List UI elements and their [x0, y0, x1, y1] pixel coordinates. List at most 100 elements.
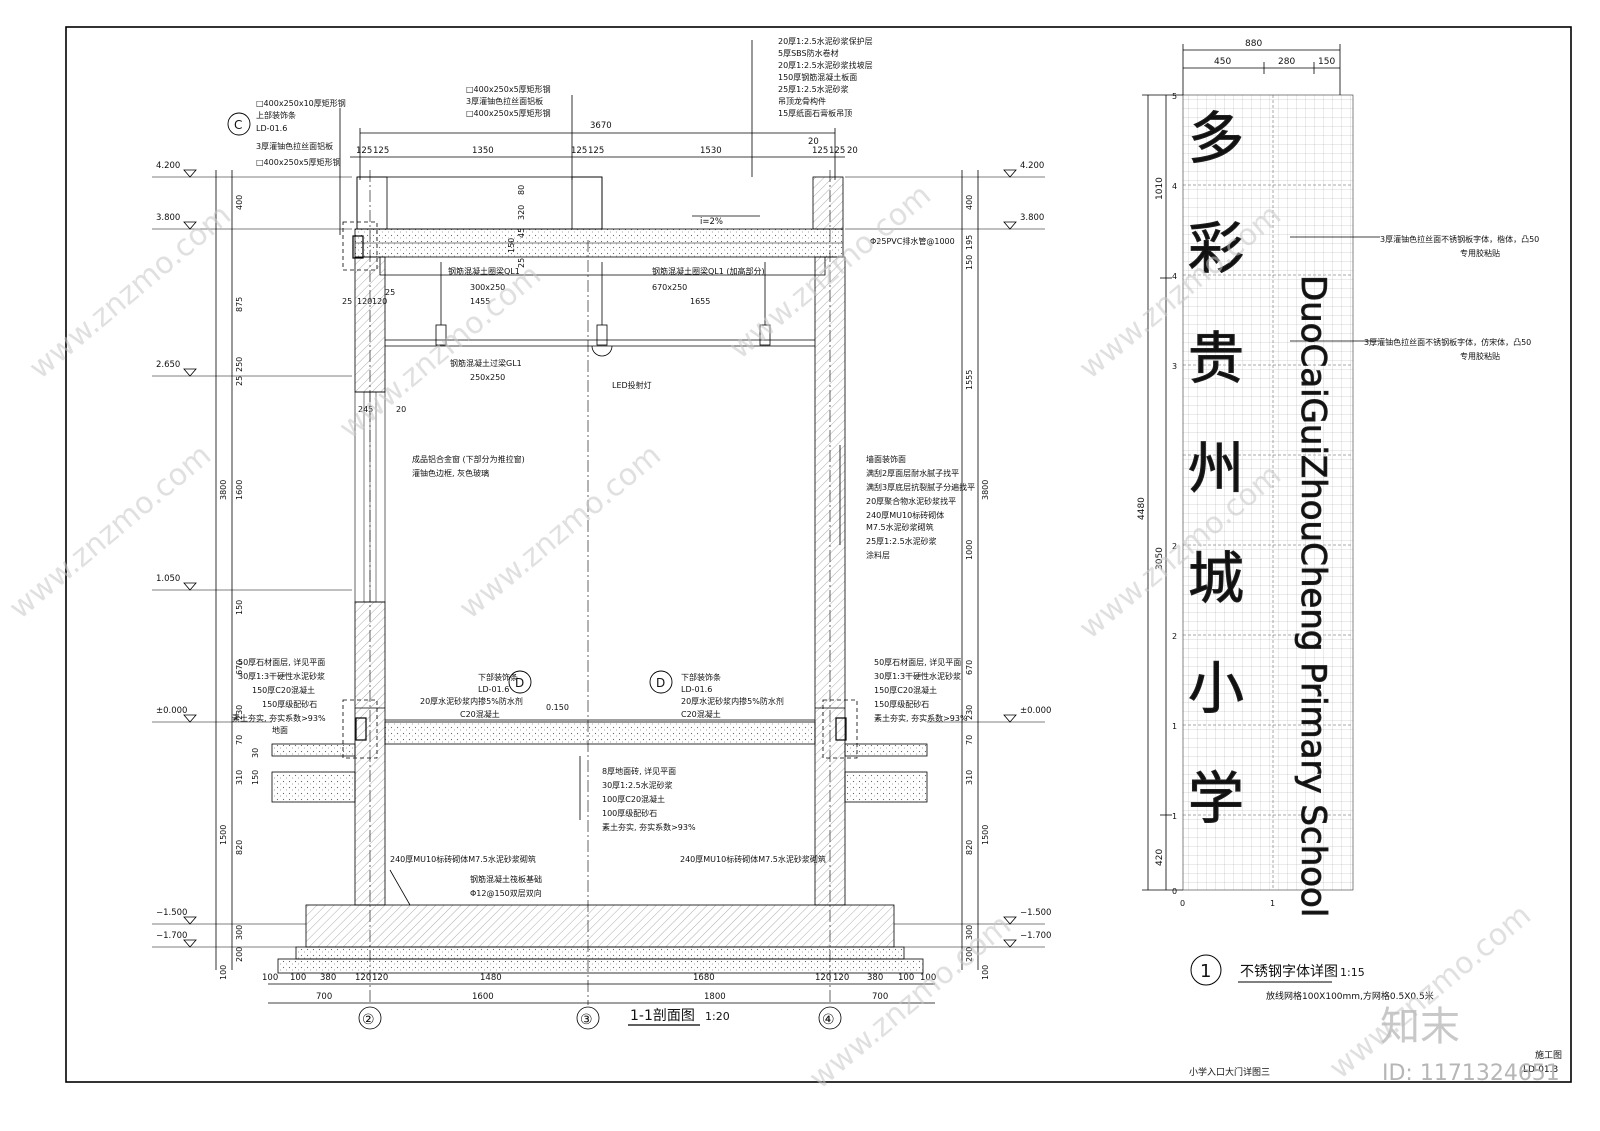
svg-text:LD-01.6: LD-01.6 — [478, 685, 509, 694]
svg-text:30厚1:3干硬性水泥砂浆: 30厚1:3干硬性水泥砂浆 — [238, 671, 325, 681]
svg-text:20厚1:2.5水泥砂浆找坡层: 20厚1:2.5水泥砂浆找坡层 — [778, 60, 873, 70]
svg-text:□400x250x5厚矩形钢: □400x250x5厚矩形钢 — [466, 108, 551, 118]
svg-text:320: 320 — [517, 205, 526, 220]
school-name-english: DuoCaiGuiZhouCheng Primary School — [1293, 275, 1333, 917]
svg-text:125: 125 — [829, 146, 845, 156]
svg-text:④: ④ — [822, 1012, 835, 1028]
svg-text:多: 多 — [1188, 107, 1244, 172]
top-members-note: □400x250x5厚矩形钢 3厚灌铀色拉丝面铝板 □400x250x5厚矩形钢 — [466, 84, 551, 118]
svg-text:195: 195 — [965, 235, 974, 250]
top-dim-part: 450 — [1214, 57, 1231, 67]
svg-text:5厚SBS防水卷材: 5厚SBS防水卷材 — [778, 48, 839, 58]
svg-text:C20混凝土: C20混凝土 — [460, 709, 500, 719]
svg-text:670: 670 — [235, 660, 244, 675]
svg-text:30厚1:3干硬性水泥砂浆: 30厚1:3干硬性水泥砂浆 — [874, 671, 961, 681]
top-dim-chain: 125 125 1350 125 125 1530 20 125 125 20 — [356, 137, 858, 156]
top-total-dim: 880 — [1245, 39, 1262, 49]
svg-text:20厚1:2.5水泥砂浆保护层: 20厚1:2.5水泥砂浆保护层 — [778, 36, 873, 46]
right-dim-chain: 400 150 195 1555 1000 670 230 70 310 820… — [965, 195, 990, 980]
window-note: 成品铝合金窗 (下部分为推拉窗) 灌铀色边框, 灰色玻璃 — [412, 454, 525, 478]
svg-text:670: 670 — [965, 660, 974, 675]
svg-text:8厚地面砖, 详见平面: 8厚地面砖, 详见平面 — [602, 766, 676, 776]
svg-text:钢筋混凝土圈梁QL1: 钢筋混凝土圈梁QL1 — [448, 266, 520, 276]
svg-text:地面: 地面 — [272, 725, 288, 735]
school-name-chars: 多 彩 贵 州 城 小 学 — [1188, 107, 1245, 833]
svg-text:4.200: 4.200 — [1020, 161, 1044, 171]
inner-dims: 1455 1655 25 120 120 25 245 20 80 320 15… — [342, 185, 710, 414]
svg-text:C20混凝土: C20混凝土 — [681, 709, 721, 719]
svg-text:3厚灌铀色拉丝面铝板: 3厚灌铀色拉丝面铝板 — [466, 96, 543, 106]
wall-layers-note: 墙面装饰面 满刮2厚面层耐水腻子找平 满刮3厚底层抗裂腻子分遍找平 20厚聚合物… — [866, 454, 975, 560]
bottom-dim-chain: 100 100 380 120 120 1480 1680 120 120 38… — [262, 973, 936, 1002]
svg-text:50厚石材面层, 详见平面: 50厚石材面层, 详见平面 — [874, 657, 961, 667]
drawing-frame — [65, 26, 1572, 1083]
svg-text:820: 820 — [965, 840, 974, 855]
svg-text:1: 1 — [1172, 812, 1177, 821]
svg-text:3厚灌铀色拉丝面不锈钢板字体，楷体，凸50: 3厚灌铀色拉丝面不锈钢板字体，楷体，凸50 — [1380, 234, 1539, 244]
svg-text:放线网格100X100mm,方网格0.5X0.5米: 放线网格100X100mm,方网格0.5X0.5米 — [1266, 990, 1434, 1002]
roof-slope: i=2% — [700, 217, 723, 227]
svg-text:400: 400 — [965, 195, 974, 210]
svg-text:墙面装饰面: 墙面装饰面 — [866, 454, 906, 464]
stone-layers-left: 50厚石材面层, 详见平面 30厚1:3干硬性水泥砂浆 150厚C20混凝土 1… — [232, 657, 326, 735]
svg-text:满刮2厚面层耐水腻子找平: 满刮2厚面层耐水腻子找平 — [866, 468, 959, 478]
svg-text:②: ② — [362, 1012, 375, 1028]
svg-text:□400x250x5厚矩形钢: □400x250x5厚矩形钢 — [466, 84, 551, 94]
top-dim-part: 150 — [1318, 57, 1335, 67]
right-elevations: 4.200 3.800 ±0.000 −1.500 −1.700 — [1020, 161, 1051, 941]
svg-text:□400x250x5厚矩形钢: □400x250x5厚矩形钢 — [256, 157, 341, 167]
svg-text:www.znzmo.com: www.znzmo.com — [453, 438, 668, 627]
svg-text:125: 125 — [588, 146, 604, 156]
svg-text:LED投射灯: LED投射灯 — [612, 380, 652, 390]
beam-labels: 钢筋混凝土圈梁QL1 300x250 钢筋混凝土圈梁QL1 (加高部分) 670… — [448, 236, 955, 390]
svg-text:4: 4 — [1172, 182, 1177, 191]
svg-text:2: 2 — [1172, 542, 1177, 551]
drawing-stage: 施工图 — [1535, 1049, 1562, 1061]
lower-trim-left: 下部装饰条 LD-01.6 20厚水泥砂浆内掺5%防水剂 C20混凝土 D — [420, 670, 532, 719]
svg-text:1000: 1000 — [965, 540, 974, 560]
svg-text:200: 200 — [965, 947, 974, 962]
svg-text:2.650: 2.650 — [156, 360, 180, 370]
svg-text:20: 20 — [847, 146, 858, 156]
left-total-dim: 4480 — [1137, 497, 1147, 520]
svg-text:70: 70 — [235, 735, 244, 745]
svg-text:成品铝合金窗 (下部分为推拉窗): 成品铝合金窗 (下部分为推拉窗) — [412, 454, 525, 464]
svg-text:820: 820 — [235, 840, 244, 855]
detail-title: 1 不锈钢字体详图 1:15 放线网格100X100mm,方网格0.5X0.5米 — [1190, 954, 1434, 1002]
svg-text:120: 120 — [372, 973, 388, 983]
section-title: 1-1剖面图 1:20 — [628, 1008, 730, 1026]
svg-text:20: 20 — [808, 137, 819, 147]
svg-text:120: 120 — [355, 973, 371, 983]
svg-text:150厚C20混凝土: 150厚C20混凝土 — [252, 685, 315, 695]
svg-text:±0.000: ±0.000 — [156, 706, 187, 716]
svg-text:300x250: 300x250 — [470, 283, 505, 292]
svg-text:1:15: 1:15 — [1340, 966, 1365, 979]
svg-text:125: 125 — [373, 146, 389, 156]
svg-text:100厚C20混凝土: 100厚C20混凝土 — [602, 794, 665, 804]
svg-text:1455: 1455 — [470, 297, 490, 306]
svg-text:下部装饰条: 下部装饰条 — [681, 672, 721, 682]
svg-text:−1.700: −1.700 — [156, 931, 187, 941]
svg-text:150厚级配砂石: 150厚级配砂石 — [262, 699, 317, 709]
svg-text:满刮3厚底层抗裂腻子分遍找平: 满刮3厚底层抗裂腻子分遍找平 — [866, 482, 975, 492]
svg-text:230: 230 — [235, 705, 244, 720]
svg-text:25: 25 — [385, 288, 395, 297]
left-dim-part: 3050 — [1155, 547, 1165, 570]
roof-layers-note: 20厚1:2.5水泥砂浆保护层 5厚SBS防水卷材 20厚1:2.5水泥砂浆找坡… — [778, 36, 873, 118]
svg-text:灌铀色边框, 灰色玻璃: 灌铀色边框, 灰色玻璃 — [412, 468, 489, 478]
left-dim-part: 420 — [1155, 849, 1165, 866]
svg-text:1555: 1555 — [965, 370, 974, 390]
svg-text:2: 2 — [1172, 632, 1177, 641]
svg-text:380: 380 — [320, 973, 336, 983]
svg-text:3.800: 3.800 — [1020, 213, 1044, 223]
svg-text:310: 310 — [235, 770, 244, 785]
svg-text:城: 城 — [1188, 547, 1244, 612]
svg-text:20: 20 — [396, 405, 406, 414]
svg-text:1-1剖面图: 1-1剖面图 — [630, 1008, 695, 1024]
svg-text:钢筋混凝土筏板基础: 钢筋混凝土筏板基础 — [470, 874, 542, 884]
svg-text:25: 25 — [517, 258, 526, 268]
svg-text:380: 380 — [867, 973, 883, 983]
svg-text:20厚水泥砂浆内掺5%防水剂: 20厚水泥砂浆内掺5%防水剂 — [681, 696, 784, 706]
svg-text:0: 0 — [1172, 887, 1177, 896]
svg-text:100: 100 — [920, 973, 936, 983]
